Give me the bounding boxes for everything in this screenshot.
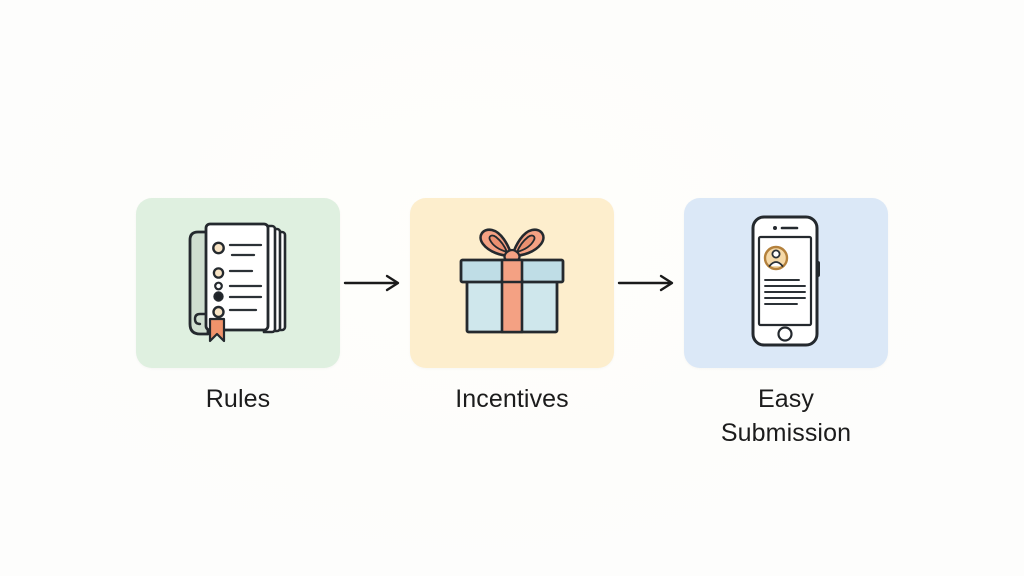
step-label-incentives: Incentives [455,385,569,413]
step-card-rules[interactable] [136,198,340,368]
step-rules[interactable]: Rules [136,198,340,416]
step-label-line-2: Submission [720,419,852,447]
process-flow: Rules [0,198,1024,458]
arrow-right-icon [614,198,684,368]
step-incentives[interactable]: Incentives [410,198,614,416]
step-label-rules: Rules [205,385,271,413]
step-label-easy-submission: Easy Submission [721,382,851,450]
notebook-checklist-icon [176,216,300,351]
gift-box-icon [451,222,573,345]
step-label-line-1: Easy [758,385,814,413]
step-easy-submission[interactable]: Easy Submission [684,198,888,450]
smartphone-profile-form-icon [739,213,833,354]
step-card-incentives[interactable] [410,198,614,368]
step-card-easy-submission[interactable] [684,198,888,368]
arrow-right-icon [340,198,410,368]
